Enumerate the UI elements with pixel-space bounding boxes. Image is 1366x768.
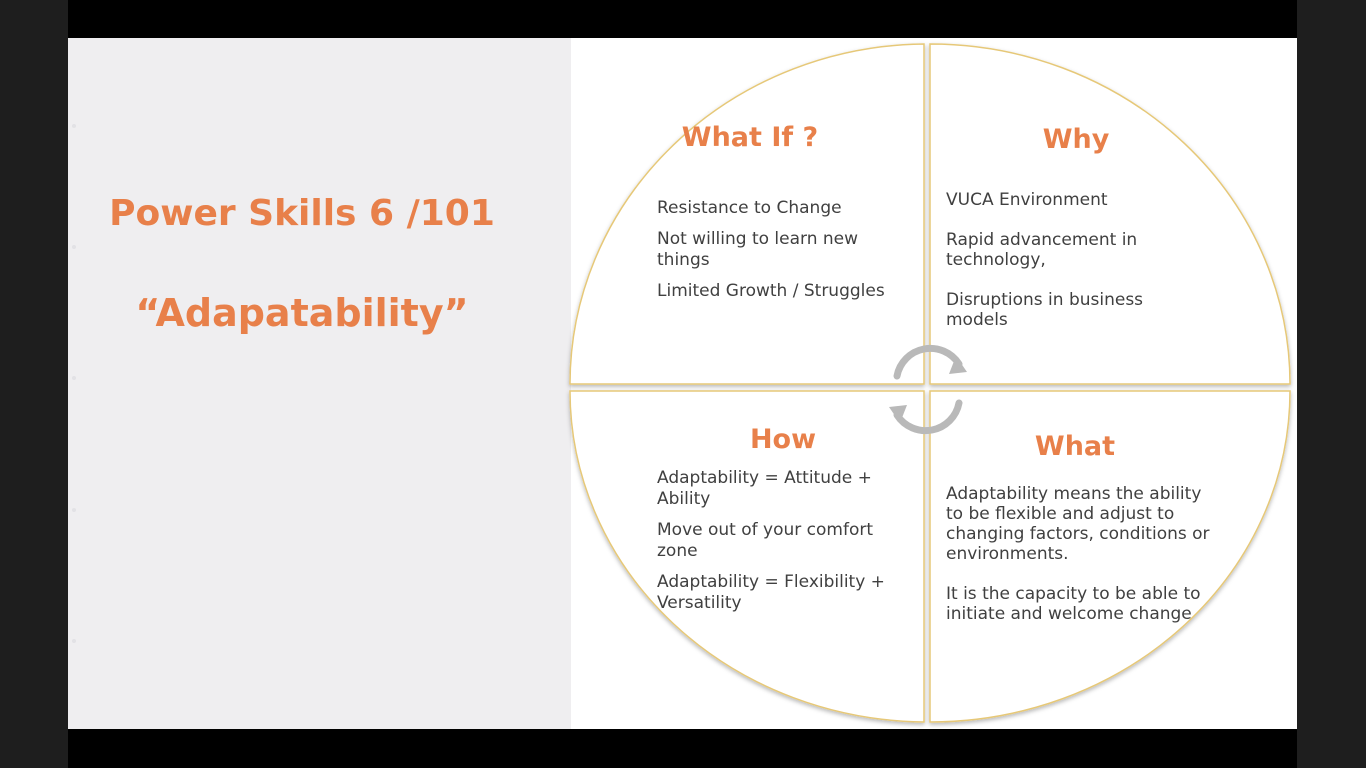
slide-title: Power Skills 6 /101 <box>109 193 495 234</box>
quadrant-how-body: Adaptability = Attitude + Ability Move o… <box>657 468 887 614</box>
list-item: Disruptions in business models <box>946 290 1144 330</box>
list-item: Limited Growth / Struggles <box>657 281 885 301</box>
list-item: VUCA Environment <box>946 190 1108 210</box>
slide-subtitle: “Adapatability” <box>135 291 469 335</box>
quadrant-what-body: Adaptability means the ability to be fle… <box>946 484 1214 624</box>
quadrant-what-if-heading: What If ? <box>681 122 819 153</box>
quadrant-how-shape <box>569 390 925 723</box>
list-item: Move out of your comfort zone <box>657 520 874 561</box>
right-black-margin <box>1297 0 1366 768</box>
decorative-dot <box>72 376 76 380</box>
list-item: Adaptability = Attitude + Ability <box>657 468 872 509</box>
left-black-margin <box>0 0 68 768</box>
quadrant-how-heading: How <box>749 424 817 455</box>
decorative-dot <box>72 124 76 128</box>
quadrant-why-heading: Why <box>1042 124 1110 155</box>
list-item: Not willing to learn new things <box>657 229 859 270</box>
decorative-dot <box>72 245 76 249</box>
quadrant-what-heading: What <box>1034 431 1116 462</box>
quadrant-why-shape <box>929 43 1291 385</box>
decorative-dot <box>72 639 76 643</box>
list-item: Resistance to Change <box>657 198 842 218</box>
bottom-black-bar <box>68 729 1297 768</box>
top-black-bar <box>68 0 1297 38</box>
title-panel: Power Skills 6 /101 “Adapatability” <box>68 38 571 729</box>
quadrant-wheel <box>569 43 1291 723</box>
quadrant-why-body: VUCA Environment Rapid advancement in te… <box>946 190 1176 330</box>
list-item: Adaptability means the ability to be fle… <box>946 484 1210 564</box>
cycle-arrows-icon <box>889 344 967 435</box>
list-item: Adaptability = Flexibility + Versatility <box>657 572 885 613</box>
decorative-dot <box>72 508 76 512</box>
quadrant-what-if-body: Resistance to Change Not willing to lear… <box>657 198 907 302</box>
quadrant-what-shape <box>929 390 1291 723</box>
list-item: It is the capacity to be able to initiat… <box>946 584 1201 624</box>
presentation-slide: Power Skills 6 /101 “Adapatability” What… <box>68 38 1297 729</box>
list-item: Rapid advancement in technology, <box>946 230 1138 270</box>
quadrant-what-if-shape <box>569 43 925 385</box>
